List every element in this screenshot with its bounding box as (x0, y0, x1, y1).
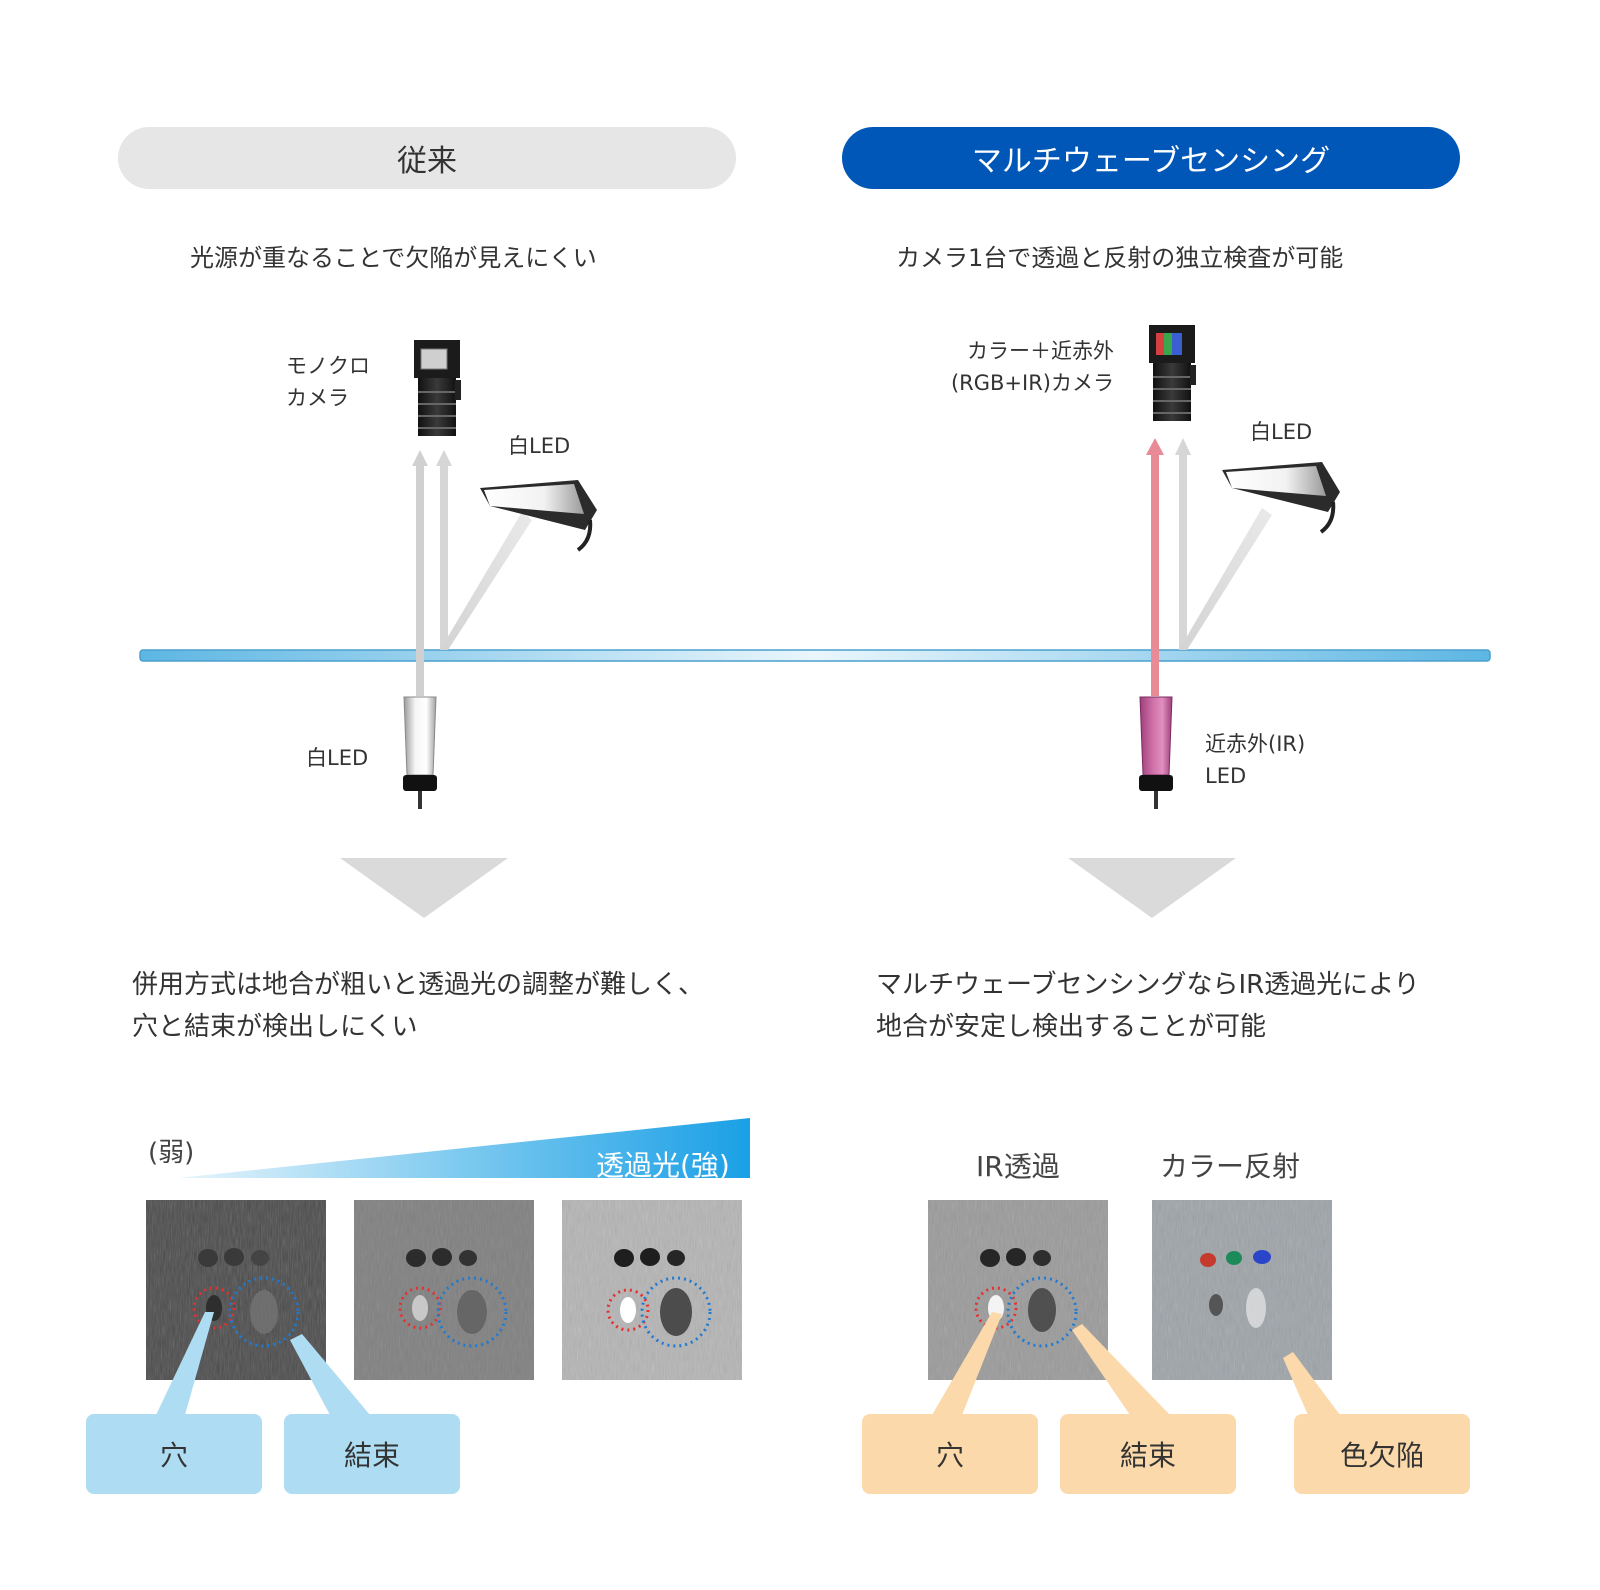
left-description: 併用方式は地合が粗いと透過光の調整が難しく、 穴と結束が検出しにくい (132, 970, 705, 1042)
inspection-image-medium (354, 1200, 534, 1380)
left-camera-label: モノクロ カメラ (286, 354, 370, 410)
callout-hole-left: 穴 (86, 1414, 262, 1494)
callout-hole-right: 穴 (862, 1414, 1038, 1494)
down-triangle-icon (340, 858, 508, 918)
left-top-led-label: 白LED (508, 434, 571, 458)
target-plate (139, 649, 1491, 662)
right-description: マルチウェーブセンシングならIR透過光により 地合が安定し検出することが可能 (876, 970, 1420, 1042)
color-reflection-label: カラー反射 (1160, 1150, 1301, 1183)
transmission-gradient (178, 1118, 750, 1178)
bar-led-icon (480, 480, 597, 552)
left-bottom-led-label: 白LED (306, 746, 369, 770)
right-subtitle: カメラ1台で透過と反射の独立検査が可能 (896, 244, 1344, 272)
callout-bundle-right: 結束 (1060, 1414, 1236, 1494)
inspection-image-ir (928, 1200, 1108, 1380)
callout-color-defect: 色欠陥 (1294, 1414, 1470, 1494)
right-bottom-led-label: 近赤外(IR) LED (1205, 732, 1306, 788)
gradient-strong-label: 透過光(強) (596, 1149, 730, 1182)
monochrome-camera-icon (414, 340, 461, 436)
inspection-image-color (1152, 1200, 1332, 1380)
gradient-weak-label: (弱) (148, 1138, 195, 1168)
callout-pointers (156, 1312, 1340, 1415)
right-header-text: マルチウェーブセンシング (971, 144, 1331, 179)
right-beams (1146, 438, 1272, 696)
ir-led-icon (1139, 696, 1173, 809)
left-header-text: 従来 (397, 144, 457, 179)
down-triangle-icon-right (1068, 858, 1236, 918)
left-header: 従来 (118, 127, 736, 189)
inspection-image-strong (562, 1200, 742, 1380)
left-beams (412, 450, 532, 696)
color-camera-icon (1149, 325, 1196, 421)
left-subtitle: 光源が重なることで欠陥が見えにくい (190, 244, 597, 272)
bar-led-icon-right (1222, 462, 1340, 534)
right-header: マルチウェーブセンシング (842, 127, 1460, 189)
callout-bundle-left: 結束 (284, 1414, 460, 1494)
ring-led-icon (403, 696, 437, 809)
right-top-led-label: 白LED (1250, 420, 1313, 444)
optical-setup-diagram (139, 325, 1491, 918)
right-camera-label: カラー＋近赤外 (RGB+IR)カメラ (950, 339, 1114, 395)
ir-transmission-label: IR透過 (976, 1150, 1060, 1183)
